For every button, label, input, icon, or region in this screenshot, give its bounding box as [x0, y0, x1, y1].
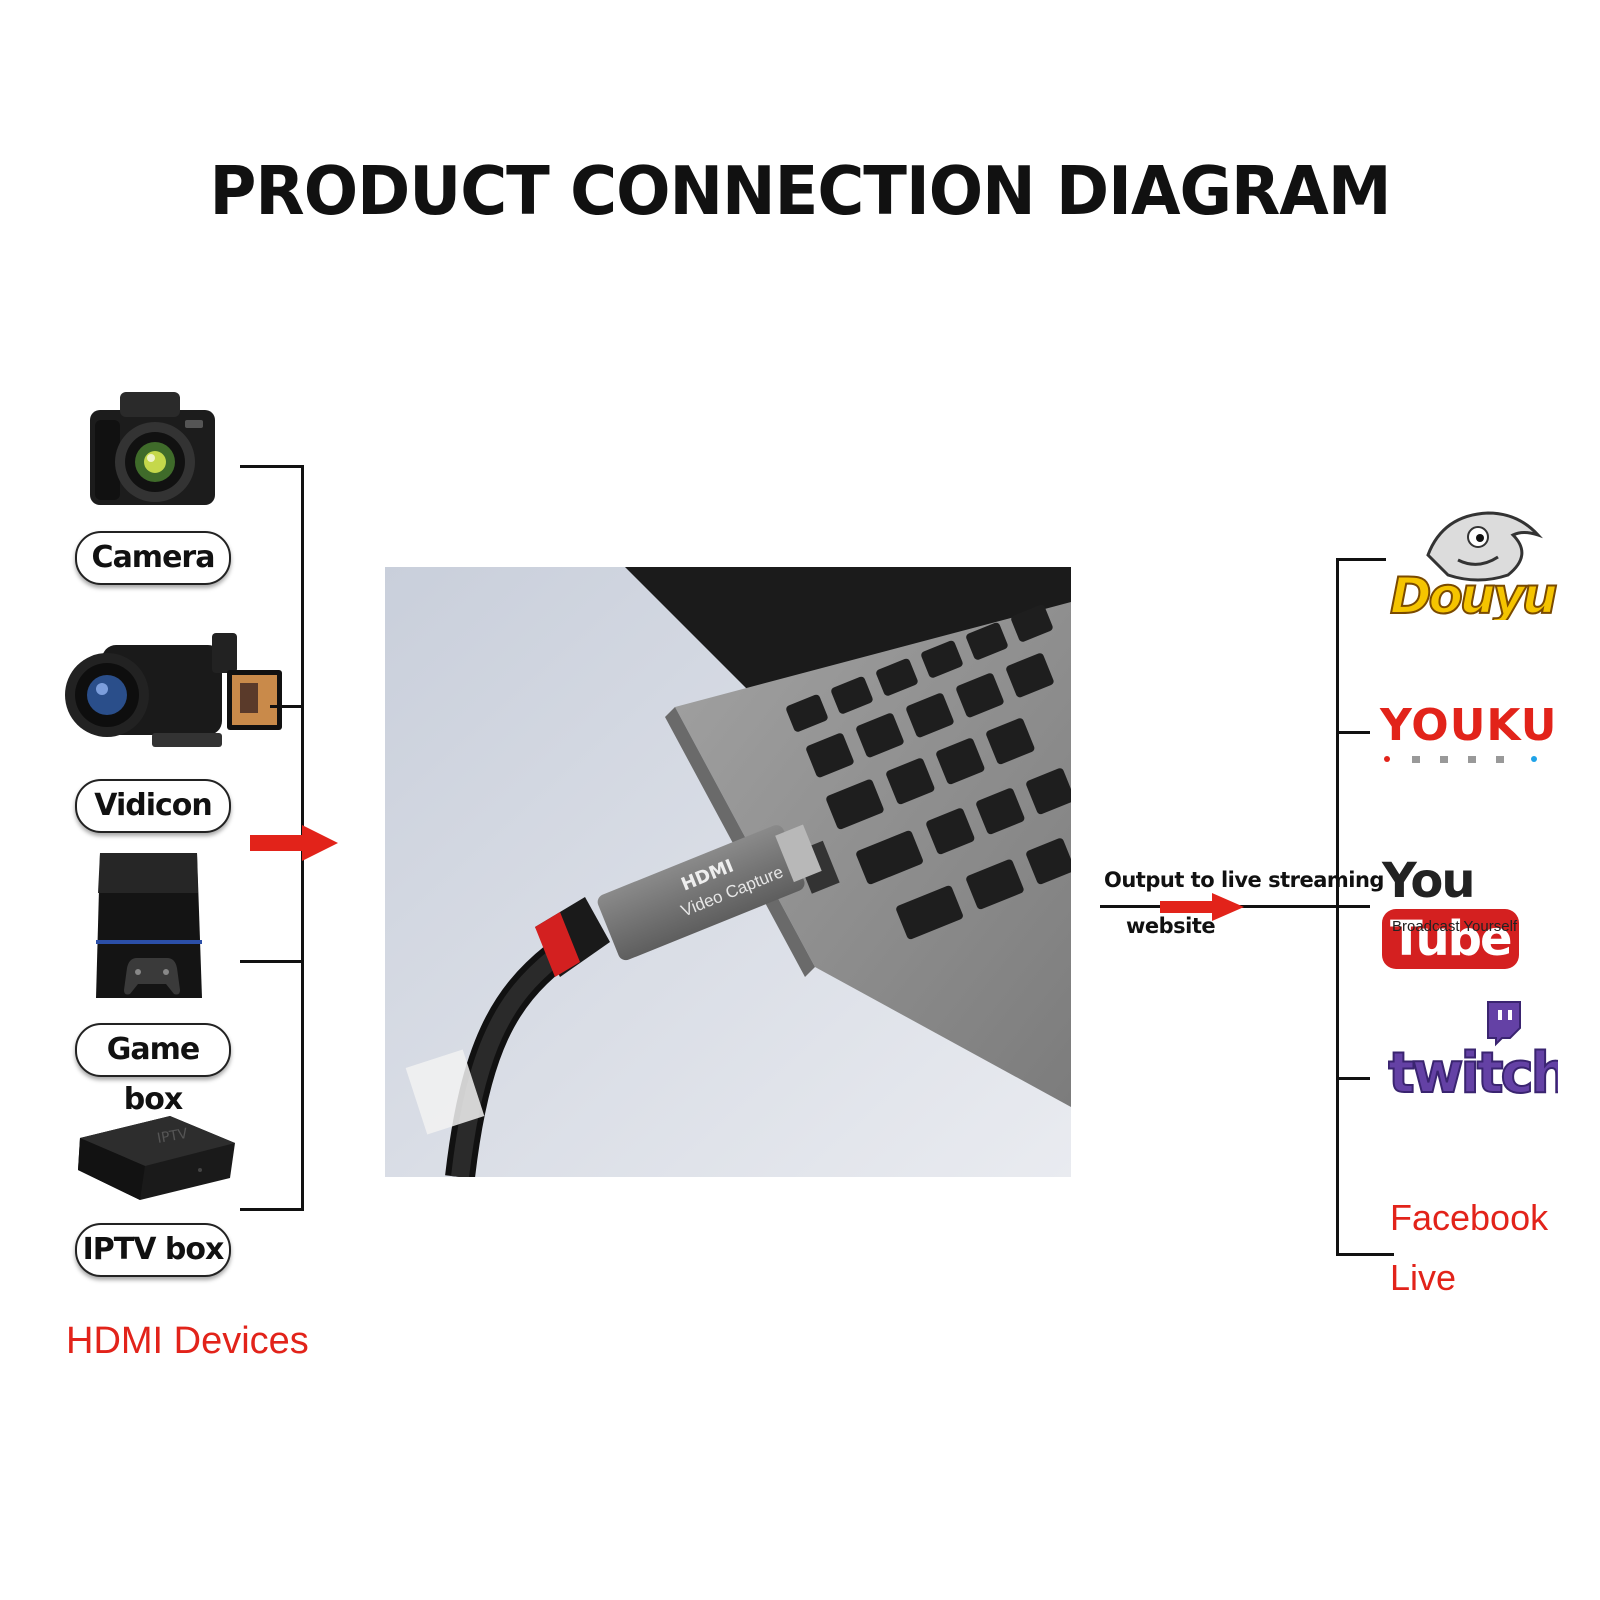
connector-line [1336, 558, 1339, 1255]
product-photo: HDMI Video Capture [385, 567, 1071, 1177]
device-label-game-box: Game box [75, 1023, 231, 1117]
output-label-line2: website [1126, 914, 1216, 938]
connector-line [1336, 1077, 1370, 1080]
camera-icon [90, 392, 215, 505]
connector-line [240, 465, 304, 468]
twitch-logo-icon: twitch [1388, 1001, 1558, 1100]
douyu-wordmark: Douyu [1390, 567, 1557, 620]
youtube-logo: YouTube [1382, 853, 1600, 969]
device-label-vidicon: Vidicon [75, 779, 231, 833]
device-label-iptv-box: IPTV box [75, 1223, 231, 1277]
douyu-logo-icon: Douyu [1389, 511, 1558, 620]
connector-line [240, 960, 304, 963]
input-arrow-icon [250, 825, 338, 861]
output-arrow-icon [1160, 893, 1244, 921]
connector-line [1336, 558, 1386, 561]
youtube-tagline: Broadcast Yourself [1392, 918, 1518, 935]
svg-text:IPTV: IPTV [156, 1126, 189, 1147]
facebook-live-line1: Facebook [1390, 1197, 1549, 1238]
connector-line [270, 705, 304, 708]
iptv-box-icon: IPTV [78, 1116, 235, 1200]
game-console-icon [96, 853, 202, 998]
output-label-line1: Output to live streaming [1104, 868, 1384, 892]
youku-wordmark: YOUKU [1380, 700, 1558, 751]
twitch-wordmark: twitch [1388, 1041, 1558, 1100]
youtube-tube: Tube [1382, 909, 1519, 969]
youku-dots-icon [1384, 756, 1537, 763]
connector-line [1336, 731, 1370, 734]
device-label-camera: Camera [75, 531, 231, 585]
camcorder-icon [65, 633, 282, 747]
youku-logo: YOUKU [1380, 700, 1557, 751]
page-title: PRODUCT CONNECTION DIAGRAM [209, 153, 1392, 231]
youtube-you: You [1382, 853, 1475, 909]
hdmi-devices-caption: HDMI Devices [66, 1320, 309, 1362]
facebook-live-line2: Live [1390, 1257, 1457, 1298]
connector-line [240, 1208, 304, 1211]
connector-line [1336, 1253, 1394, 1256]
